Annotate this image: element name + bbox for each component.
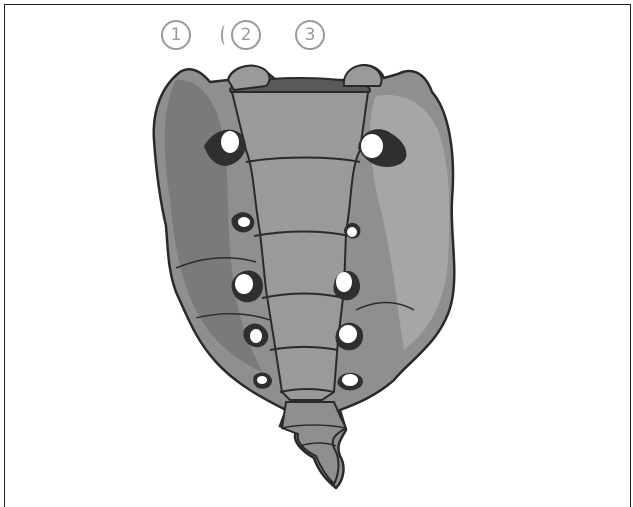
right-articular-process	[344, 65, 382, 86]
left-articular-process	[228, 66, 269, 90]
